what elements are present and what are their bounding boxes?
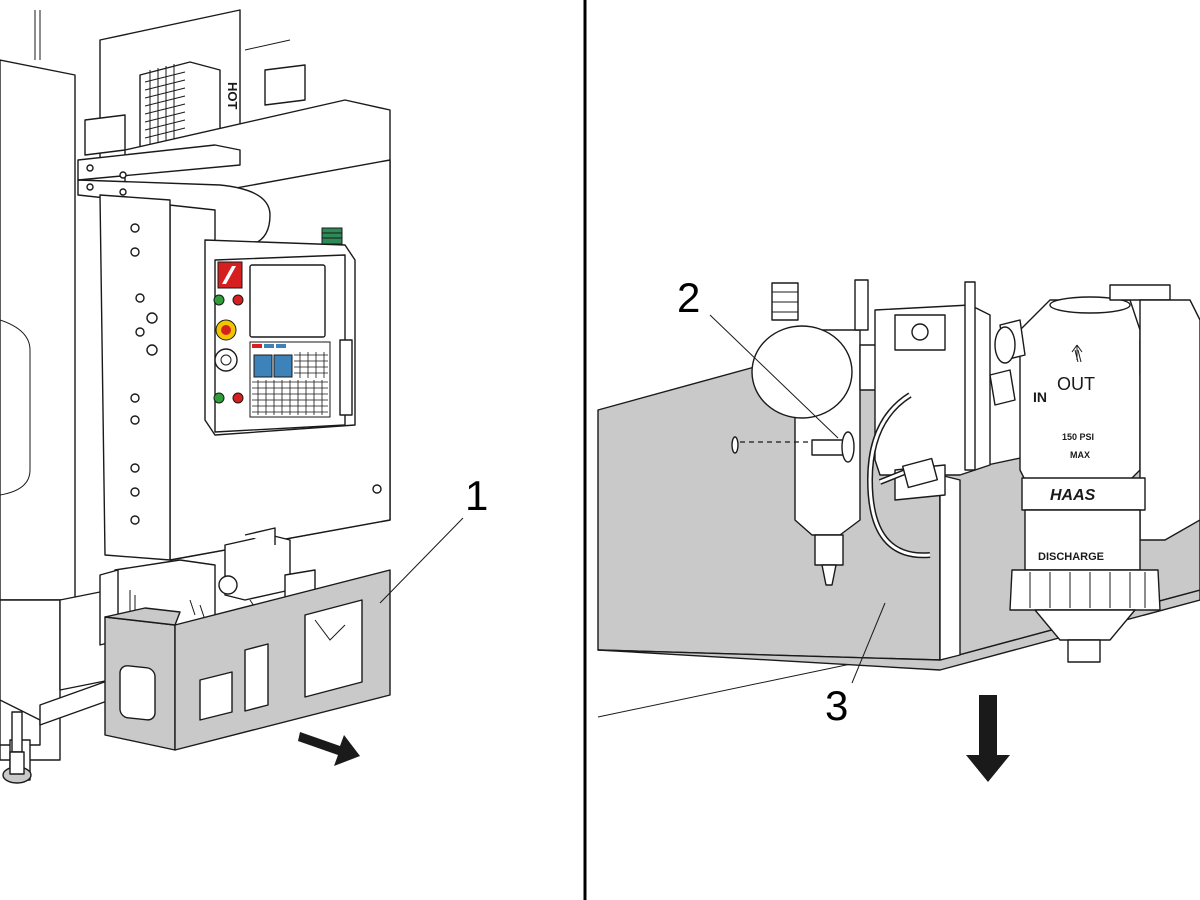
separator-in-label: IN xyxy=(1033,389,1047,405)
callout-1-label: 1 xyxy=(465,472,488,519)
callout-1: 1 xyxy=(379,472,488,604)
status-beacon xyxy=(321,227,343,245)
remove-cover-arrow-icon xyxy=(298,732,360,766)
hot-warning-label: HOT xyxy=(225,82,240,110)
water-separator: OUT IN 150 PSI MAX HAAS DISCHARGE xyxy=(989,284,1200,663)
cycle-start-button[interactable] xyxy=(213,294,225,306)
jog-handle[interactable] xyxy=(214,348,238,372)
usb-slot xyxy=(339,339,353,416)
callout-2: 2 xyxy=(677,274,839,439)
cabinet-cover[interactable] xyxy=(104,569,391,751)
right-panel-detail-view: OUT IN 150 PSI MAX HAAS DISCHARGE 2 3 xyxy=(597,274,1200,782)
filter-regulator xyxy=(751,279,881,586)
drain-valve-knob[interactable] xyxy=(811,431,855,463)
lower-tray-arrow-icon xyxy=(966,695,1010,782)
power-off-button[interactable] xyxy=(232,392,244,404)
pendant-keypad[interactable] xyxy=(249,341,331,418)
callout-2-label: 2 xyxy=(677,274,700,321)
callout-3: 3 xyxy=(825,602,886,729)
base-rail xyxy=(39,589,111,726)
haas-logo-icon xyxy=(217,261,243,289)
callout-3-label: 3 xyxy=(825,682,848,729)
pendant-screen xyxy=(249,264,326,338)
pressure-rating-label: 150 PSI xyxy=(1062,432,1094,442)
air-tubing xyxy=(866,392,939,559)
power-on-button[interactable] xyxy=(213,392,225,404)
feed-hold-button[interactable] xyxy=(232,294,244,306)
vent-grille xyxy=(144,64,186,154)
control-pendant xyxy=(204,227,356,436)
column-holes xyxy=(130,223,158,525)
discharge-label: DISCHARGE xyxy=(1038,551,1104,563)
leveling-foot xyxy=(2,711,32,784)
pressure-max-label: MAX xyxy=(1070,450,1090,460)
separator-out-label: OUT xyxy=(1057,374,1095,394)
air-solenoid-block xyxy=(874,281,991,501)
left-panel-machine-view: HOT xyxy=(0,9,488,784)
haas-brand-label: HAAS xyxy=(1050,487,1096,504)
rear-top-area: HOT xyxy=(84,9,306,161)
vertical-column xyxy=(99,194,171,561)
